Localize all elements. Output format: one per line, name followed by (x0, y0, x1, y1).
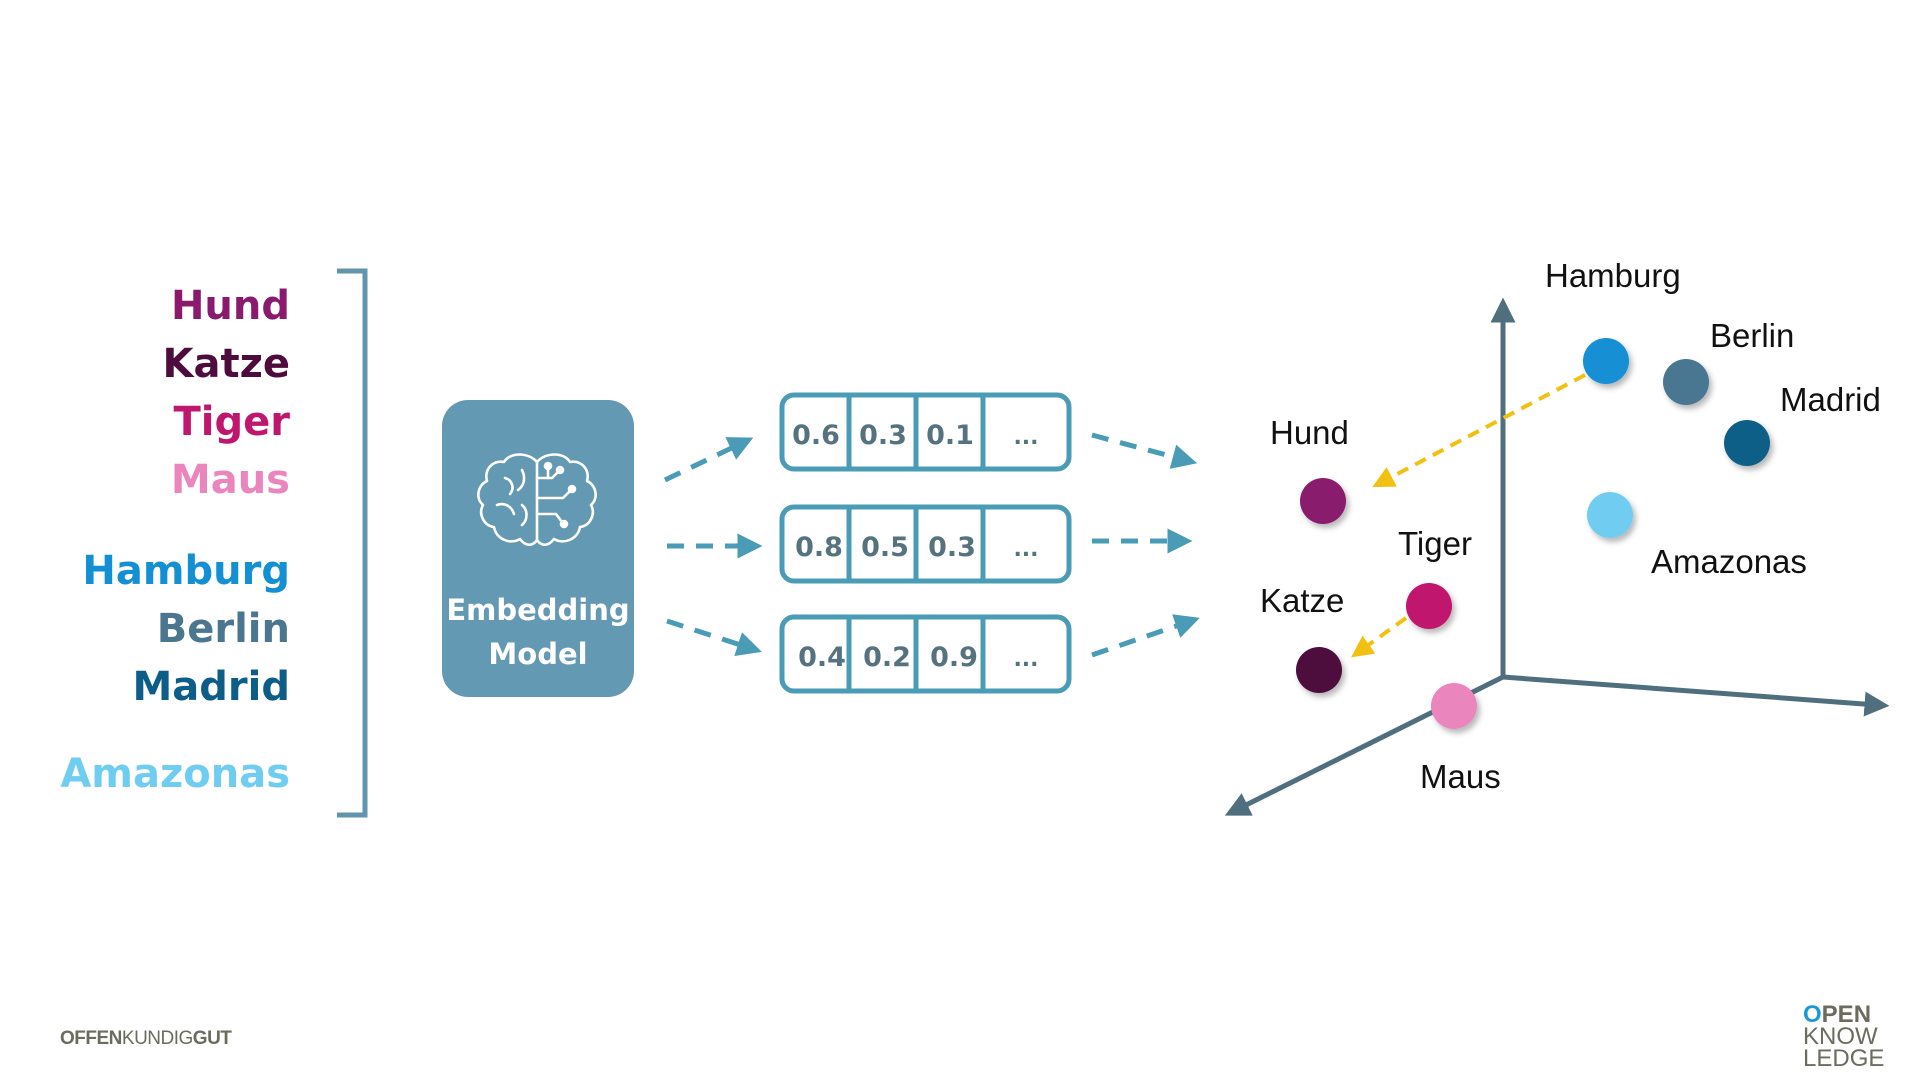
vector-3-cell-1: 0.4 (798, 642, 846, 673)
vector-2-cell-3: 0.3 (928, 532, 976, 563)
logo-part-offen: OFFEN (60, 1028, 122, 1049)
point-katze (1296, 647, 1342, 693)
vector-3-cell-2: 0.2 (863, 642, 911, 673)
label-madrid: Madrid (1780, 381, 1881, 418)
arrow-to-vector-3 (666, 618, 762, 657)
point-tiger (1406, 583, 1452, 629)
arrow-to-space-3 (1091, 614, 1200, 658)
open-knowledge-logo: OPEN KNOW LEDGE (1803, 1001, 1913, 1072)
word-madrid: Madrid (133, 664, 291, 710)
word-hamburg: Hamburg (82, 548, 290, 594)
embedding-model-box (442, 400, 634, 697)
vector-1-cell-2: 0.3 (859, 420, 907, 451)
vector-to-space-arrows (1091, 432, 1200, 658)
embedding-model-label-line2: Model (488, 637, 587, 671)
offenkundiggut-logo: OFFENKUNDIGGUT (60, 1028, 232, 1050)
word-hund: Hund (171, 283, 290, 329)
vector-space-labels: Hamburg Berlin Madrid Amazonas Hund Tige… (1260, 257, 1881, 795)
model-to-vector-arrows (663, 437, 763, 657)
vector-2: 0.8 0.5 0.3 ... (779, 504, 1072, 584)
label-maus: Maus (1420, 758, 1501, 795)
vector-2-cell-2: 0.5 (861, 532, 909, 563)
logo-line-ledge: LEDGE (1803, 1045, 1885, 1072)
label-amazonas: Amazonas (1651, 543, 1807, 580)
embedding-model: Embedding Model (442, 400, 634, 697)
label-hamburg: Hamburg (1545, 257, 1681, 294)
word-berlin: Berlin (157, 606, 290, 652)
vector-3: 0.4 0.2 0.9 ... (779, 614, 1072, 694)
point-berlin (1663, 359, 1709, 405)
vector-2-cell-1: 0.8 (795, 532, 843, 563)
vector-3-cell-3: 0.9 (930, 642, 978, 673)
point-amazonas (1587, 492, 1633, 538)
label-katze: Katze (1260, 582, 1344, 619)
brain-circuit-icon (477, 453, 597, 547)
embedding-model-label-line1: Embedding (446, 593, 629, 627)
logo-o: O (1803, 1001, 1822, 1028)
logo-line-know: KNOW (1803, 1023, 1878, 1050)
label-berlin: Berlin (1710, 317, 1794, 354)
word-maus: Maus (171, 457, 290, 503)
similarity-arrow-tiger-katze (1351, 616, 1408, 658)
vector-1-cell-1: 0.6 (792, 420, 840, 451)
point-hamburg (1583, 338, 1629, 384)
vector-1: 0.6 0.3 0.1 ... (779, 392, 1072, 472)
word-katze: Katze (162, 341, 290, 387)
label-hund: Hund (1270, 414, 1349, 451)
arrow-to-vector-1 (663, 437, 754, 483)
vector-list: 0.6 0.3 0.1 ... 0.8 0.5 0.3 ... 0.4 0.2 … (779, 392, 1072, 694)
point-madrid (1724, 420, 1770, 466)
vector-space-points (1296, 338, 1770, 729)
label-tiger: Tiger (1398, 525, 1472, 562)
point-maus (1431, 683, 1477, 729)
word-list-bracket (337, 268, 368, 818)
point-hund (1300, 478, 1346, 524)
logo-part-kundig: KUNDIG (121, 1028, 193, 1049)
word-list: Hund Katze Tiger Maus Hamburg Berlin Mad… (60, 283, 290, 797)
vector-1-cell-3: 0.1 (926, 420, 974, 451)
similarity-arrows (1351, 373, 1586, 658)
vector-3-cell-4: ... (1013, 647, 1038, 672)
vector-1-cell-4: ... (1013, 425, 1038, 450)
word-amazonas: Amazonas (60, 751, 290, 797)
logo-part-gut: GUT (192, 1028, 232, 1049)
logo-line-pen: PEN (1821, 1001, 1872, 1028)
word-tiger: Tiger (174, 399, 291, 445)
arrow-to-space-1 (1091, 432, 1198, 469)
axis-x (1502, 674, 1890, 717)
similarity-arrow-hamburg-hund (1372, 373, 1586, 488)
vector-2-cell-4: ... (1013, 537, 1038, 562)
